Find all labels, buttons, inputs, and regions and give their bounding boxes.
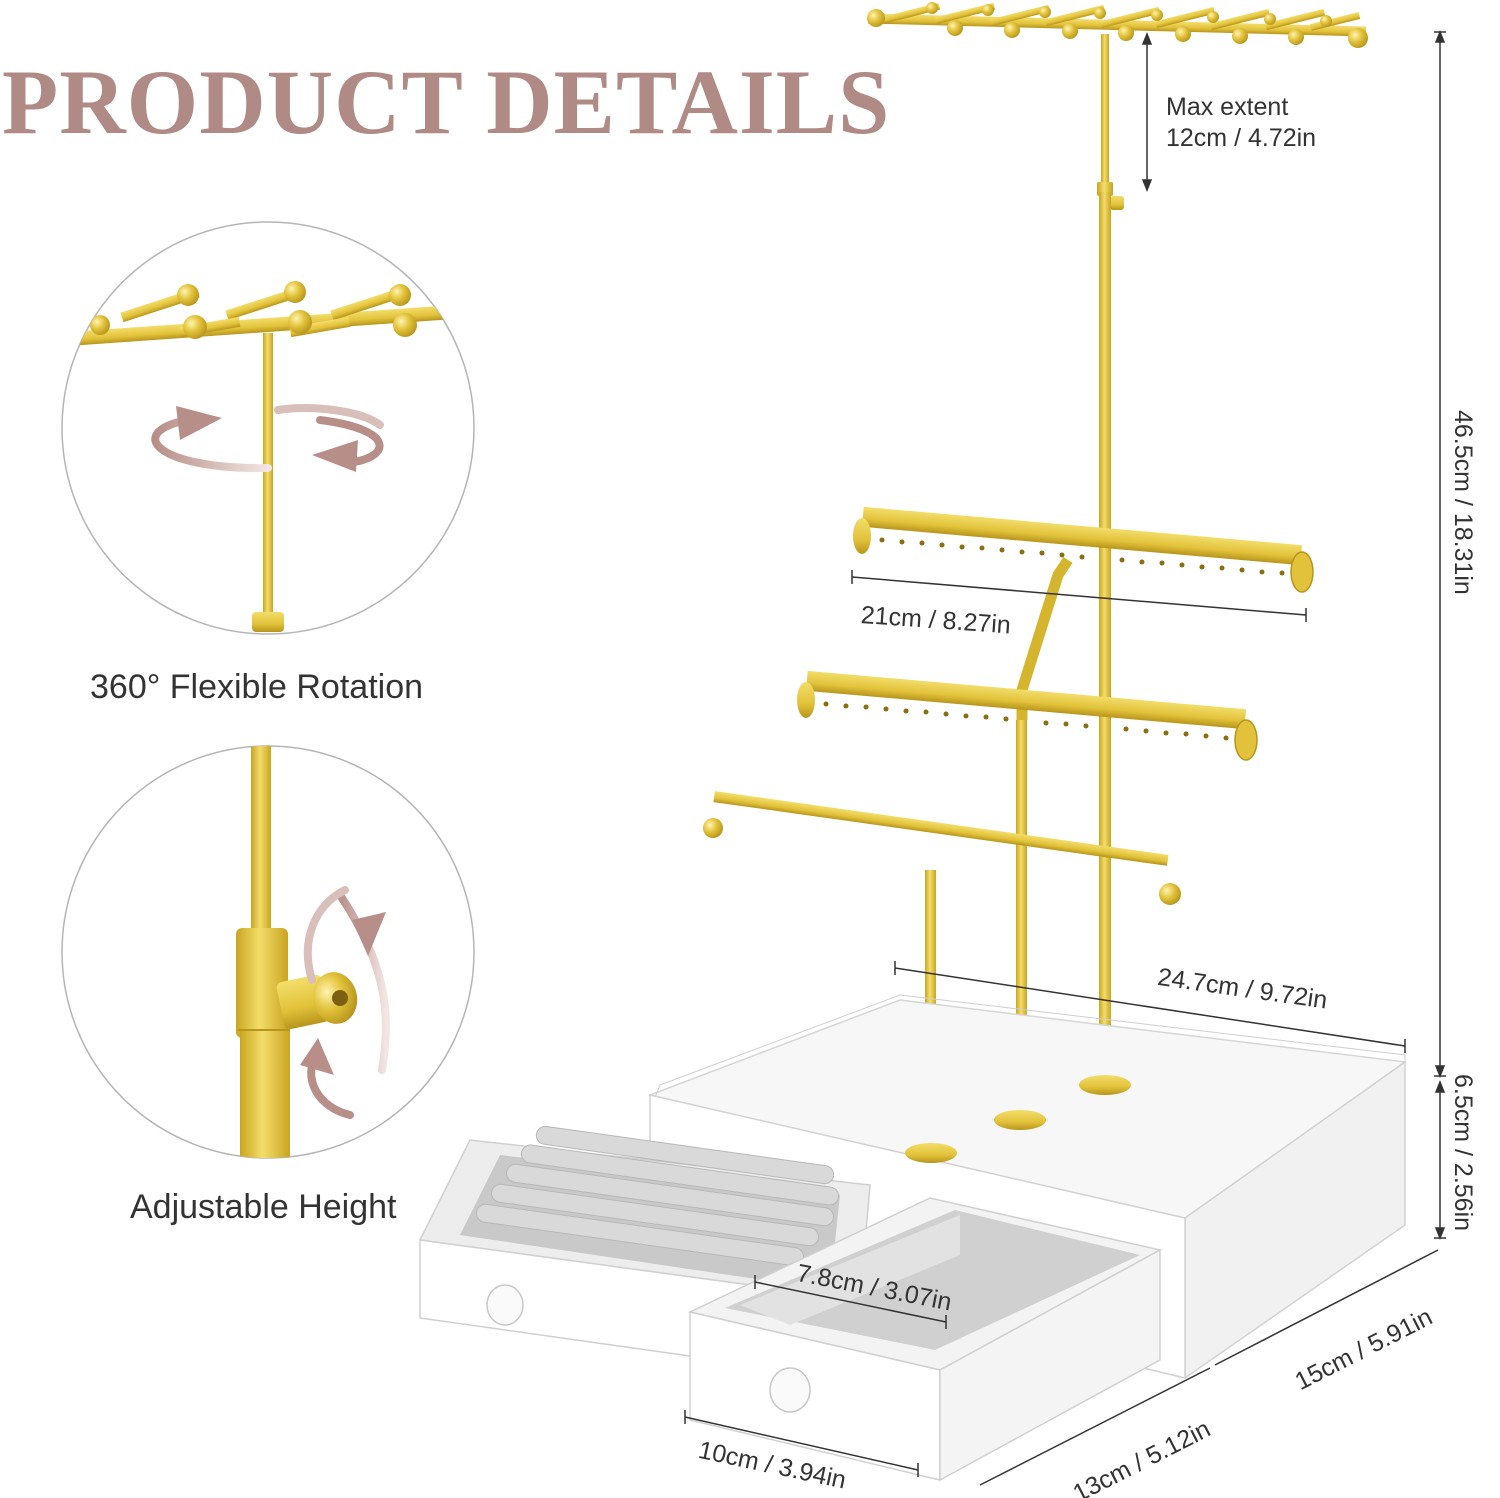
top-hook-bar [867,2,1368,48]
max-extent-title: Max extent [1166,93,1289,121]
middle-tier-bar [797,670,1258,761]
height-detail-circle [61,745,475,1159]
height-caption: Adjustable Height [130,1188,397,1226]
page-title: PRODUCT DETAILS [2,51,891,153]
upper-tier-bar [853,506,1314,593]
jewelry-stand [418,2,1446,1486]
total-height-label: 46.5cm / 18.31in [1449,410,1477,595]
base-height-label: 6.5cm / 2.56in [1449,1074,1477,1232]
ring-drawer [418,1125,871,1381]
max-extent-value: 12cm / 4.72in [1166,124,1317,153]
max-extent-label: Max extent 12cm / 4.72in [1166,92,1316,155]
rotation-arrows-icon [151,404,384,473]
open-drawer [687,1197,1163,1482]
dimension-lines [684,29,1446,1486]
height-arrows-icon [300,886,390,1119]
rotation-caption: 360° Flexible Rotation [90,668,424,706]
bracelet-bar [703,791,1181,905]
rotation-detail-circle [61,221,475,635]
